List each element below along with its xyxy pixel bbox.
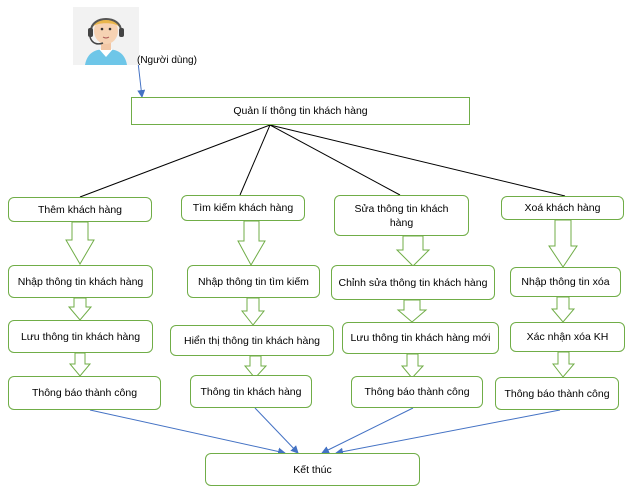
branch-2-step-3: Thông tin khách hàng [200, 385, 302, 398]
root-to-branch-2-line [239, 124, 271, 196]
b2-to-end-arrow [254, 407, 299, 454]
branch-1-step-3: Thông báo thành công [31, 387, 138, 399]
root-to-branch-4-line [269, 124, 566, 197]
branch-1-step-3-node: Thông báo thành công [8, 376, 161, 410]
user-avatar [73, 7, 139, 65]
b3-to-end-arrow [321, 407, 414, 454]
branch-4-step-3-node: Thông báo thành công [495, 377, 619, 410]
block-arrow-b1-3 [68, 352, 92, 377]
block-arrow-b2-3 [243, 355, 268, 379]
branch-2-step-1-node: Nhập thông tin tìm kiếm [187, 265, 320, 298]
branch-4-step-3: Thông báo thành công [504, 387, 610, 400]
branch-4-step-1: Nhập thông tin xóa [521, 276, 610, 288]
block-arrow-b1-1 [65, 221, 95, 265]
b4-to-end-arrow [335, 409, 561, 456]
end-node-label: Kết thúc [293, 463, 332, 476]
block-arrow-b4-2 [550, 296, 576, 323]
root-to-branch-1-line [79, 124, 271, 198]
block-arrow-b3-1 [395, 235, 431, 267]
block-arrow-b2-1 [237, 220, 266, 267]
branch-4-step-2-node: Xác nhận xóa KH [510, 322, 625, 352]
user-label: (Người dùng) [137, 55, 197, 66]
block-arrow-b1-2 [67, 297, 93, 321]
branch-2-title-node: Tìm kiếm khách hàng [181, 195, 305, 221]
branch-4-title-node: Xoá khách hàng [501, 196, 624, 220]
b1-to-end-arrow [89, 409, 286, 456]
block-arrow-b3-2 [396, 299, 428, 323]
branch-1-step-1: Nhập thông tin khách hàng [17, 275, 144, 288]
root-node: Quản lí thông tin khách hàng [131, 97, 470, 125]
branch-1-title-node: Thêm khách hàng [8, 197, 152, 222]
branch-3-step-2: Lưu thông tin khách hàng mới [350, 332, 491, 344]
branch-1-title: Thêm khách hàng [37, 203, 123, 216]
branch-3-step-2-node: Lưu thông tin khách hàng mới [342, 322, 499, 354]
branch-4-title: Xoá khách hàng [524, 202, 601, 214]
user-headset-avatar-icon [85, 18, 127, 65]
branch-3-step-3-node: Thông báo thành công [351, 376, 483, 408]
branch-3-step-1-node: Chỉnh sửa thông tin khách hàng [331, 265, 495, 300]
branch-1-step-2-node: Lưu thông tin khách hàng [8, 320, 153, 353]
branch-2-step-1: Nhập thông tin tìm kiếm [198, 275, 309, 288]
branch-1-step-2: Lưu thông tin khách hàng [20, 330, 141, 343]
block-arrow-b4-1 [548, 219, 578, 268]
block-arrow-b3-3 [400, 353, 425, 379]
branch-3-step-3: Thông báo thành công [364, 386, 470, 398]
branch-1-step-1-node: Nhập thông tin khách hàng [8, 265, 153, 298]
branch-2-step-2-node: Hiển thị thông tin khách hàng [170, 325, 334, 356]
branch-4-step-2: Xác nhận xóa KH [526, 331, 609, 343]
end-node: Kết thúc [205, 453, 420, 486]
branch-3-title: Sửa thông tin khách hàng [354, 202, 449, 229]
branch-3-title-node: Sửa thông tin khách hàng [334, 195, 469, 236]
branch-4-step-1-node: Nhập thông tin xóa [510, 267, 621, 297]
branch-2-step-3-node: Thông tin khách hàng [190, 375, 312, 408]
branch-2-step-2: Hiển thị thông tin khách hàng [183, 334, 320, 347]
block-arrow-b4-3 [551, 351, 576, 378]
branch-2-title: Tìm kiếm khách hàng [192, 202, 294, 214]
root-to-branch-3-line [269, 124, 401, 196]
branch-3-step-1: Chỉnh sửa thông tin khách hàng [338, 276, 488, 289]
block-arrow-b2-2 [240, 297, 266, 326]
user-to-root-arrow [137, 61, 146, 98]
root-node-label: Quản lí thông tin khách hàng [233, 105, 368, 117]
